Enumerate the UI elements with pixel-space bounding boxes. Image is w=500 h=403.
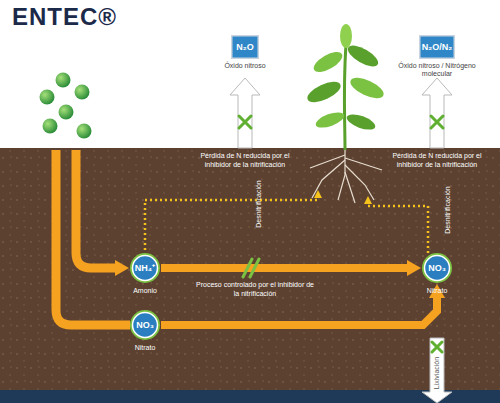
gas-box: N₂O/N₂Óxido nitroso / Nitrógeno molecula… bbox=[419, 35, 455, 59]
process-label: Desnitrificación bbox=[444, 186, 453, 233]
root bbox=[310, 155, 345, 168]
formula-text: NO₃ bbox=[129, 309, 161, 341]
root bbox=[345, 172, 355, 203]
node-caption: Amonio bbox=[115, 287, 175, 295]
sky-background bbox=[0, 0, 500, 148]
emission-arrow bbox=[422, 78, 452, 148]
nitrogen-circle: NO₃Nitrato bbox=[421, 252, 453, 284]
circle-ring bbox=[130, 253, 160, 283]
leaching-arrow bbox=[422, 338, 452, 403]
blocked-mark bbox=[432, 342, 442, 352]
node-caption: Nitrato bbox=[115, 344, 175, 352]
granule bbox=[56, 73, 71, 88]
process-label: Desnitrificación bbox=[255, 180, 264, 227]
granule bbox=[43, 119, 58, 134]
plant-roots bbox=[310, 150, 382, 203]
leaf bbox=[311, 48, 346, 76]
blocked-mark bbox=[239, 116, 251, 128]
leaf bbox=[348, 74, 387, 103]
box-fill bbox=[232, 36, 259, 59]
fertilizer-flow bbox=[56, 150, 130, 325]
loss-note: Pérdida de N reducida por el inhibidor d… bbox=[385, 152, 489, 170]
root bbox=[345, 158, 382, 170]
nitrogen-circle: NO₃Nitrato bbox=[129, 309, 161, 341]
formula-text: N₂O/N₂ bbox=[419, 35, 455, 59]
brand-logo: ENTEC® bbox=[12, 5, 117, 29]
node-caption: Óxido nitroso / Nitrógeno molecular bbox=[392, 62, 482, 79]
leaf bbox=[345, 41, 381, 70]
uptake-dotted-line bbox=[368, 200, 428, 253]
formula-text: N₂O bbox=[231, 35, 259, 59]
fertilizer-flow bbox=[76, 150, 119, 268]
soil-layer bbox=[0, 148, 500, 390]
process-label: Lixiviación bbox=[433, 357, 442, 389]
formula-text: NH₄⁺ bbox=[129, 252, 161, 284]
root bbox=[345, 165, 374, 200]
gas-box: N₂OÓxido nitroso bbox=[231, 35, 259, 59]
leaf bbox=[345, 111, 377, 133]
plant bbox=[305, 24, 387, 150]
inhibitor-slash bbox=[243, 259, 259, 277]
blocked-mark bbox=[431, 116, 443, 128]
slash-mark bbox=[250, 259, 259, 277]
gas-loss-arrow bbox=[422, 78, 452, 148]
flow-arrow bbox=[161, 294, 437, 325]
box-fill bbox=[420, 36, 455, 59]
granule bbox=[40, 90, 55, 105]
nitrogen-circle: NH₄⁺Amonio bbox=[129, 252, 161, 284]
granule bbox=[59, 105, 74, 120]
formula-text: NO₃ bbox=[421, 252, 453, 284]
flow-arrow bbox=[161, 264, 411, 272]
granule bbox=[77, 124, 92, 139]
node-caption: Óxido nitroso bbox=[205, 62, 285, 70]
uptake-dotted-line bbox=[145, 194, 318, 250]
granule bbox=[75, 85, 90, 100]
soil-texture bbox=[0, 148, 500, 390]
loss-note: Pérdida de N reducida por el inhibidor d… bbox=[193, 152, 297, 170]
gas-loss-arrow bbox=[230, 78, 260, 148]
fertilizer-granules bbox=[40, 73, 92, 139]
plant-stem bbox=[344, 44, 346, 150]
edge-label: Proceso controlado por el inhibidor de l… bbox=[196, 281, 314, 299]
node-caption: Nitrato bbox=[407, 287, 467, 295]
leaf bbox=[340, 24, 352, 48]
connector-group bbox=[161, 268, 437, 325]
leaching-arrow-group bbox=[422, 338, 452, 403]
leaf bbox=[305, 78, 344, 107]
emission-arrow bbox=[230, 78, 260, 148]
circle-ring bbox=[422, 253, 452, 283]
circle-ring bbox=[130, 310, 160, 340]
leaf bbox=[314, 109, 346, 131]
